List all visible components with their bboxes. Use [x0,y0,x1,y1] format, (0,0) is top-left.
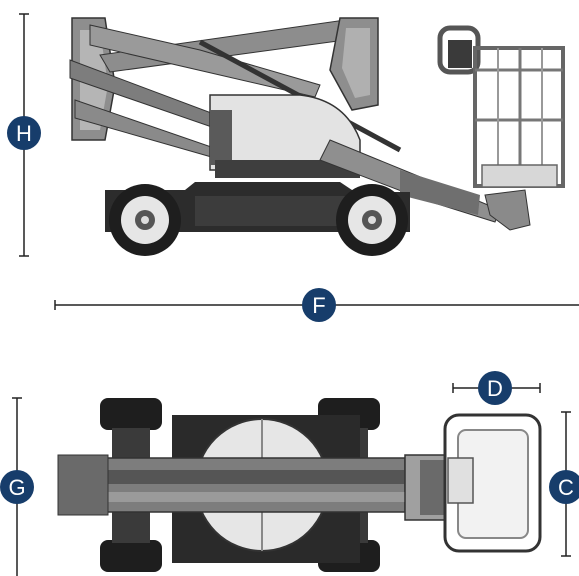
dimension-badge-h: H [7,116,41,150]
top-view-lift [57,398,542,572]
side-view-rear-wheel [109,184,181,256]
dimension-badge-c: C [549,470,579,504]
side-view-lift [69,17,565,256]
label-g: G [8,475,25,500]
label-c: C [558,475,574,500]
dimension-badge-d: D [478,371,512,405]
label-h: H [16,121,32,146]
side-view-basket [437,25,565,188]
top-view-basket [443,413,542,553]
dimension-badge-f: F [302,288,336,322]
label-d: D [487,376,503,401]
label-f: F [312,293,325,318]
side-view-front-wheel [336,184,408,256]
dimension-badge-g: G [0,470,34,504]
